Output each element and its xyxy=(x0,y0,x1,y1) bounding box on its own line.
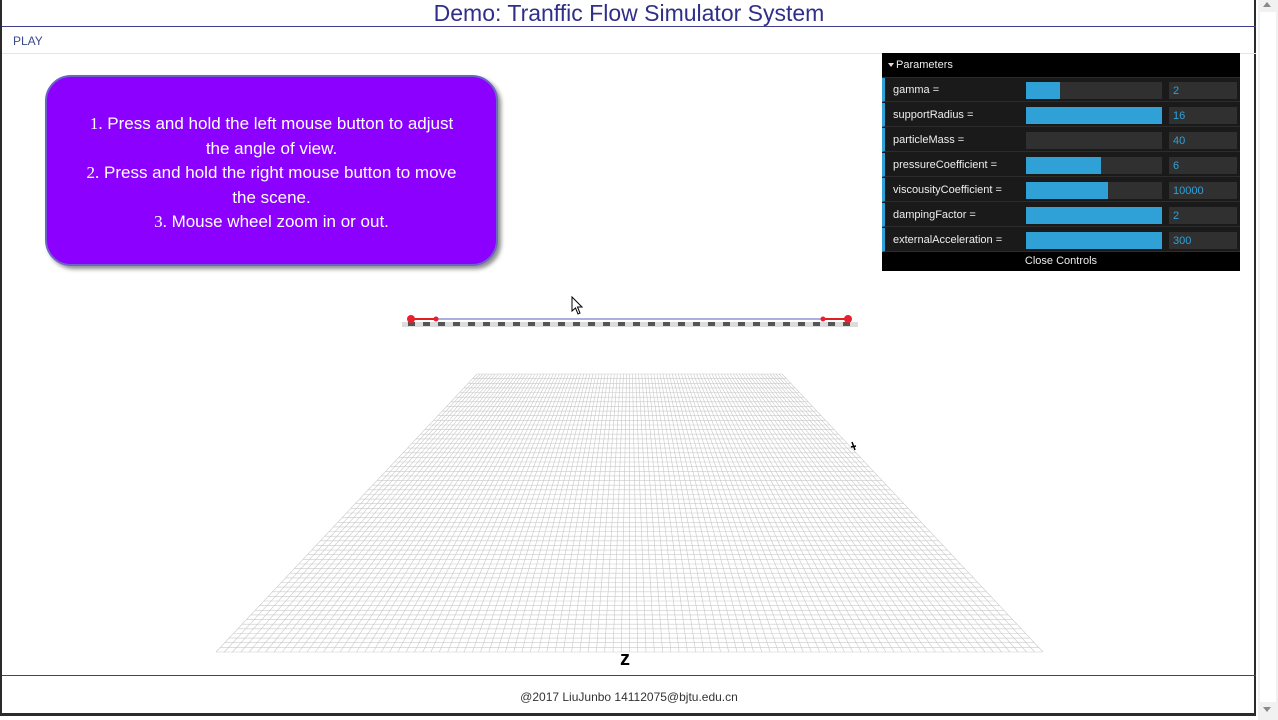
page-title: Demo: Tranffic Flow Simulator System xyxy=(433,0,825,26)
page-frame xyxy=(0,0,1256,716)
particle-marker xyxy=(407,315,415,323)
parameter-value-input[interactable] xyxy=(1169,207,1237,224)
parameter-value-input[interactable] xyxy=(1169,182,1237,199)
parameter-slider[interactable] xyxy=(1026,82,1162,99)
parameter-row: externalAcceleration = xyxy=(882,228,1240,252)
instruction-text: Press and hold the right mouse button to… xyxy=(104,163,457,182)
parameter-value-input[interactable] xyxy=(1169,132,1237,149)
parameters-folder-header[interactable]: Parameters xyxy=(882,53,1240,78)
parameter-row: pressureCoefficient = xyxy=(882,153,1240,177)
parameter-label: pressureCoefficient = xyxy=(893,159,998,171)
slider-fill xyxy=(1026,82,1060,99)
parameter-slider[interactable] xyxy=(1026,132,1162,149)
close-controls-button[interactable]: Close Controls xyxy=(882,252,1240,271)
parameter-label: externalAcceleration = xyxy=(893,234,1003,246)
particle-marker xyxy=(844,315,852,323)
menu-bar: PLAY xyxy=(2,27,1256,54)
parameter-label: particleMass = xyxy=(893,134,965,146)
axis-marker-icon xyxy=(850,441,857,451)
parameters-panel: Parameters gamma = supportRadius = particl… xyxy=(882,53,1240,271)
slider-fill xyxy=(1026,232,1162,249)
parameter-value-input[interactable] xyxy=(1169,82,1237,99)
instruction-number: 1. xyxy=(89,114,103,133)
footer-copyright: @2017 LiuJunbo 14112075@bjtu.edu.cn xyxy=(520,690,738,704)
particle-marker xyxy=(433,316,439,322)
slider-fill xyxy=(1026,107,1162,124)
instruction-text: the scene. xyxy=(232,187,311,207)
instructions-box: 1. Press and hold the left mouse button … xyxy=(45,75,498,266)
z-axis-label: z xyxy=(620,648,630,670)
parameter-label: gamma = xyxy=(893,84,940,96)
slider-fill xyxy=(1026,182,1108,199)
parameter-row: particleMass = xyxy=(882,128,1240,152)
parameter-label: dampingFactor = xyxy=(893,209,976,221)
parameter-label: viscousityCoefficient = xyxy=(893,184,1002,196)
parameter-row: dampingFactor = xyxy=(882,203,1240,227)
parameter-slider[interactable] xyxy=(1026,232,1162,249)
instruction-number: 3. xyxy=(154,212,167,231)
parameter-value-input[interactable] xyxy=(1169,157,1237,174)
parameters-folder-label: Parameters xyxy=(896,59,953,71)
parameter-slider[interactable] xyxy=(1026,182,1162,199)
parameter-row: viscousityCoefficient = xyxy=(882,178,1240,202)
slider-fill xyxy=(1026,207,1162,224)
mouse-cursor-icon xyxy=(571,295,584,315)
parameter-slider[interactable] xyxy=(1026,207,1162,224)
page-header: Demo: Tranffic Flow Simulator System xyxy=(2,0,1256,27)
parameter-row: gamma = xyxy=(882,78,1240,102)
instruction-text: Mouse wheel zoom in or out. xyxy=(171,212,389,231)
parameter-label: supportRadius = xyxy=(893,109,974,121)
instruction-number: 2. xyxy=(86,163,100,182)
caret-down-icon xyxy=(888,63,894,67)
particle-marker xyxy=(820,316,826,322)
instruction-text: the angle of view. xyxy=(205,138,338,158)
parameter-row: supportRadius = xyxy=(882,103,1240,127)
parameter-value-input[interactable] xyxy=(1169,107,1237,124)
parameter-slider[interactable] xyxy=(1026,157,1162,174)
play-menu-item[interactable]: PLAY xyxy=(13,34,43,48)
track-rail xyxy=(402,315,858,327)
scrollbar-thumb[interactable] xyxy=(1260,12,1276,702)
instruction-text: Press and hold the left mouse button to … xyxy=(107,114,454,133)
scroll-down-arrow-icon[interactable] xyxy=(1263,707,1271,712)
slider-fill xyxy=(1026,157,1101,174)
page-footer: @2017 LiuJunbo 14112075@bjtu.edu.cn xyxy=(2,675,1256,714)
scroll-up-arrow-icon[interactable] xyxy=(1263,2,1271,7)
parameter-slider[interactable] xyxy=(1026,107,1162,124)
parameter-value-input[interactable] xyxy=(1169,232,1237,249)
ground-grid xyxy=(215,373,1044,653)
scene-canvas[interactable] xyxy=(0,0,1256,675)
